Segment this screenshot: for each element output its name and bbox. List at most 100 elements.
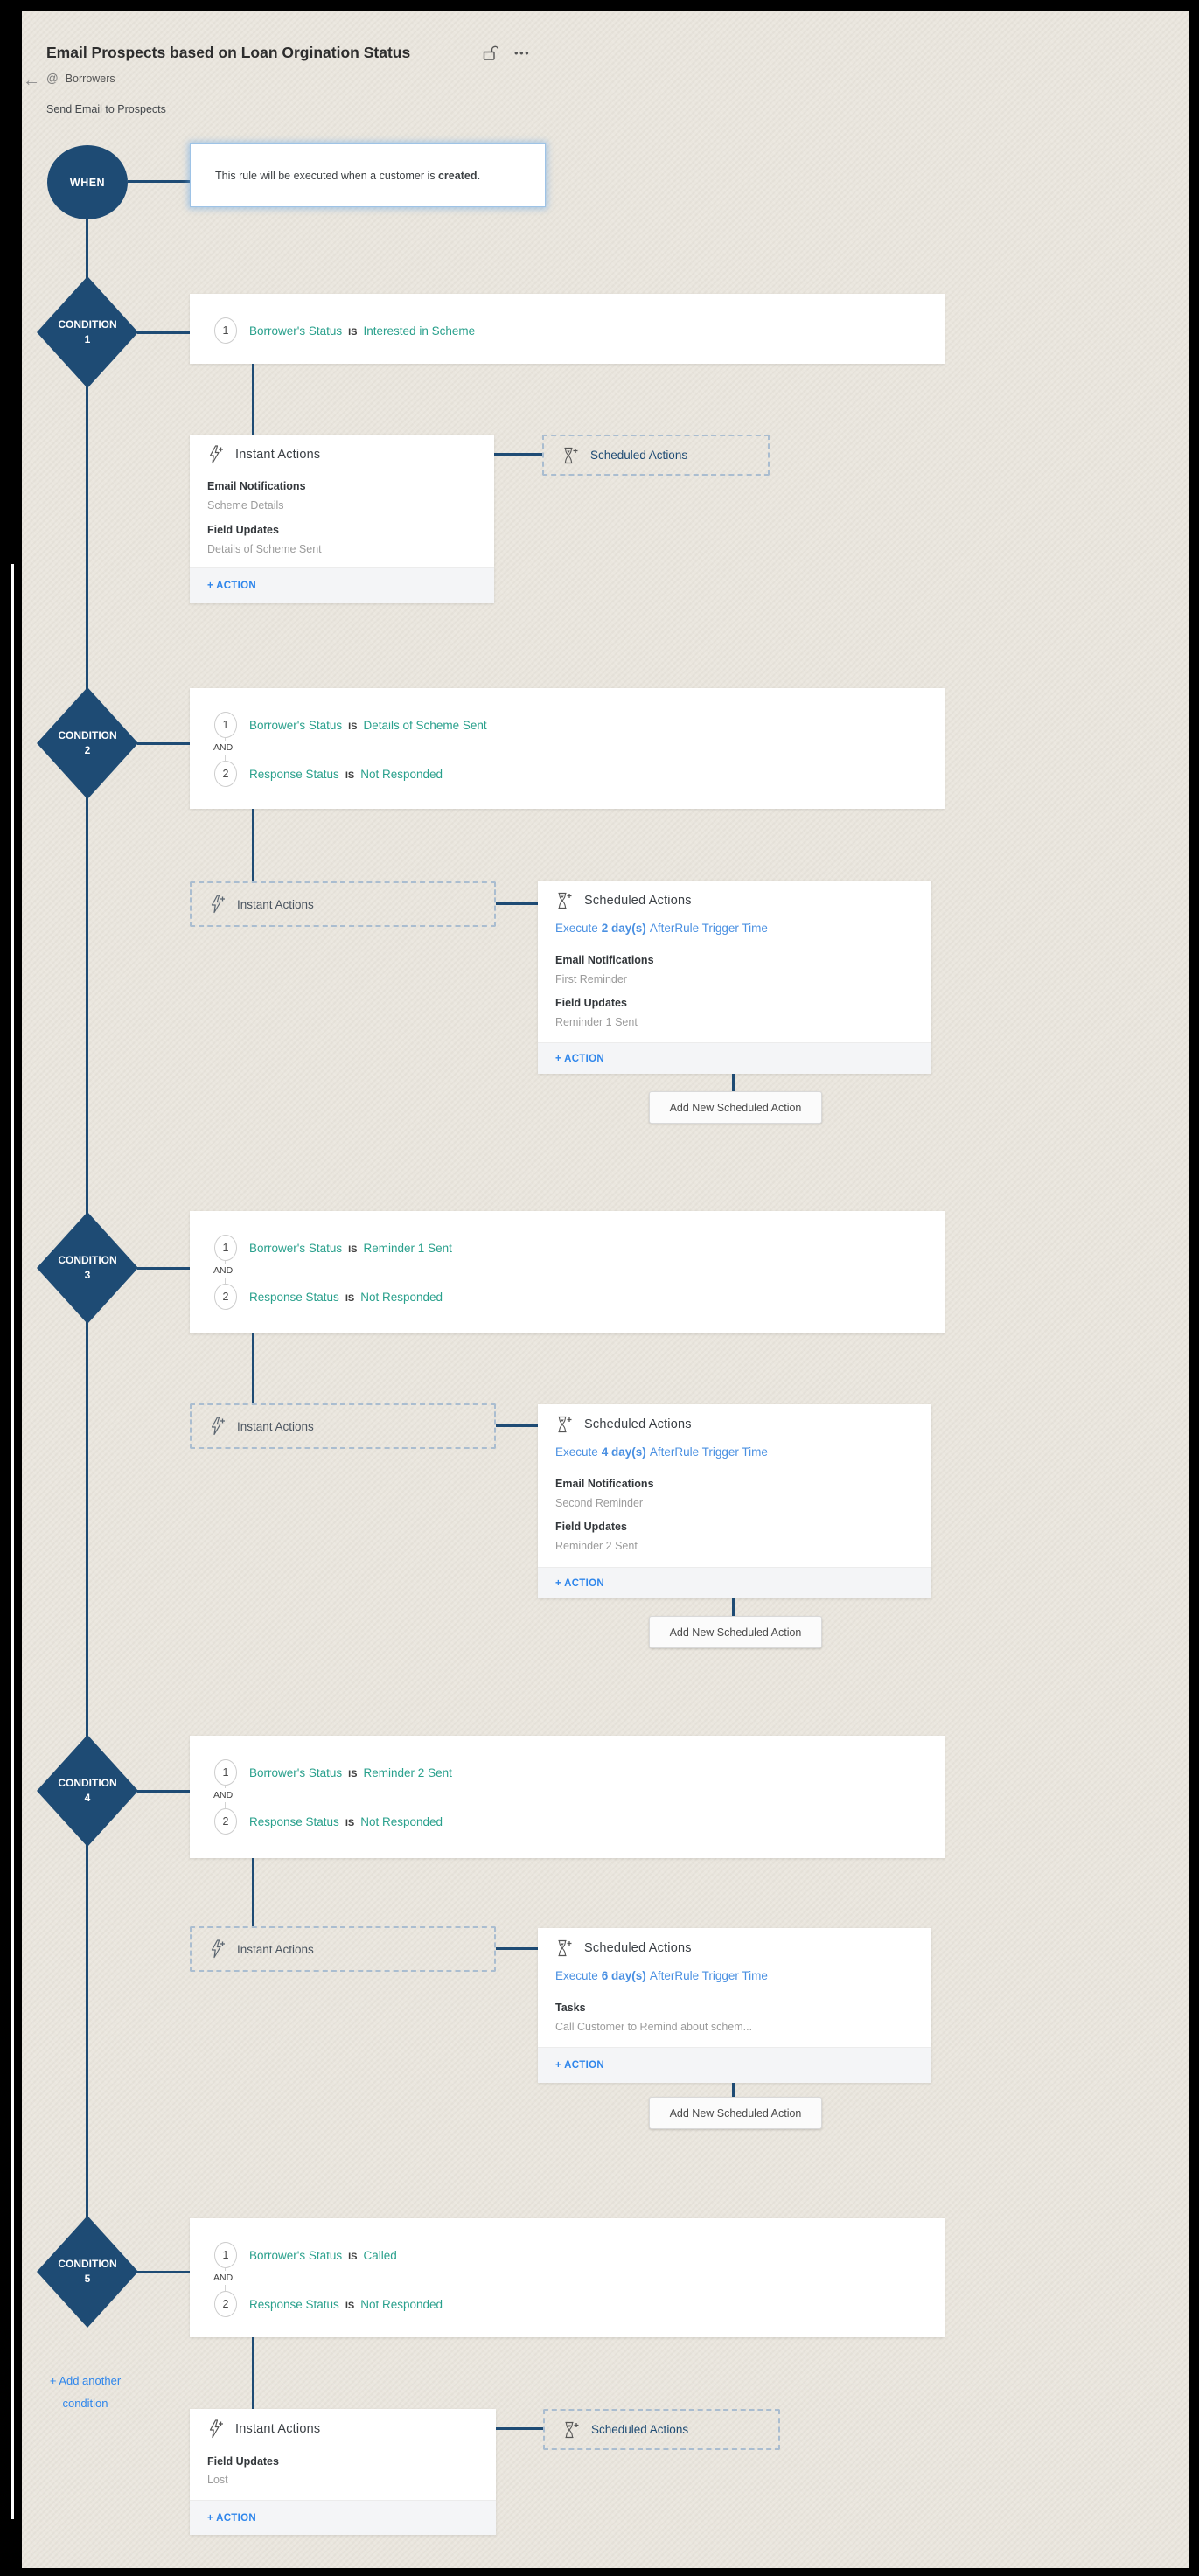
criteria-value[interactable]: Not Responded	[360, 1291, 443, 1304]
criteria-field[interactable]: Response Status	[249, 1291, 339, 1304]
connector	[252, 1333, 254, 1403]
criteria-field[interactable]: Borrower's Status	[249, 1766, 343, 1779]
connector	[496, 1947, 538, 1950]
connector	[494, 453, 542, 456]
instant-actions-header: Instant Actions	[207, 444, 320, 465]
bolt-plus-icon	[209, 1417, 226, 1436]
action-value[interactable]: First Reminder	[555, 973, 627, 985]
hourglass-plus-icon	[555, 1939, 573, 1958]
add-action-link[interactable]: + ACTION	[207, 581, 256, 591]
add-action-link[interactable]: + ACTION	[555, 1053, 604, 1064]
criteria-row[interactable]: Borrower's Status IS Details of Scheme Sen…	[249, 718, 487, 733]
condition-5-instant-actions-box: Instant Actions Field Updates Lost + ACT…	[190, 2409, 496, 2535]
scheduled-actions-header: Scheduled Actions	[555, 890, 692, 911]
criteria-row[interactable]: Borrower's Status IS Reminder 2 Sent	[249, 1765, 452, 1780]
criteria-row[interactable]: Borrower's Status IS Interested in Scheme	[249, 324, 475, 338]
and-label: AND	[213, 1788, 234, 1802]
add-action-link[interactable]: + ACTION	[555, 1577, 604, 1589]
criteria-value[interactable]: Not Responded	[360, 2298, 443, 2311]
criteria-value[interactable]: Called	[363, 2249, 397, 2262]
condition-4-instant-actions-placeholder[interactable]: Instant Actions	[190, 1926, 496, 1972]
action-value[interactable]: Lost	[207, 2474, 228, 2486]
criteria-operator: IS	[345, 1293, 355, 1304]
condition-5-scheduled-actions-placeholder[interactable]: Scheduled Actions	[543, 2409, 780, 2450]
add-action-link[interactable]: + ACTION	[207, 2512, 256, 2524]
action-footer: + ACTION	[538, 1567, 931, 1598]
more-menu-icon[interactable]: •••	[514, 46, 531, 59]
action-type-label: Field Updates	[207, 2455, 279, 2468]
add-new-scheduled-action-button[interactable]: Add New Scheduled Action	[649, 1091, 822, 1124]
criteria-number: 2	[214, 1284, 237, 1310]
condition-1-scheduled-actions-placeholder[interactable]: Scheduled Actions	[542, 435, 770, 476]
unlock-icon[interactable]	[481, 44, 500, 63]
criteria-value[interactable]: Not Responded	[360, 768, 443, 781]
hourglass-plus-icon	[555, 1415, 573, 1434]
condition-3-instant-actions-placeholder[interactable]: Instant Actions	[190, 1403, 496, 1449]
connector	[137, 2271, 190, 2273]
action-footer: + ACTION	[190, 567, 494, 603]
criteria-field[interactable]: Borrower's Status	[249, 1242, 343, 1255]
add-action-link[interactable]: + ACTION	[555, 2060, 604, 2071]
when-rule-box[interactable]: This rule will be executed when a custom…	[190, 143, 546, 207]
condition-1-box[interactable]: 1 Borrower's Status IS Interested in Schem…	[190, 294, 945, 364]
connector	[137, 331, 190, 334]
action-value[interactable]: Scheme Details	[207, 499, 284, 512]
action-value[interactable]: Call Customer to Remind about schem...	[555, 2021, 753, 2033]
action-value[interactable]: Reminder 1 Sent	[555, 1016, 638, 1028]
action-type-label: Tasks	[555, 2002, 586, 2014]
criteria-operator: IS	[348, 1769, 358, 1779]
criteria-value[interactable]: Interested in Scheme	[363, 324, 476, 338]
connector	[732, 1598, 735, 1616]
back-arrow-icon[interactable]: ←	[23, 71, 40, 90]
bolt-plus-icon	[209, 1939, 226, 1959]
criteria-field[interactable]: Response Status	[249, 1815, 339, 1828]
bolt-plus-icon	[209, 895, 226, 914]
action-value[interactable]: Details of Scheme Sent	[207, 543, 322, 555]
criteria-field[interactable]: Borrower's Status	[249, 2249, 343, 2262]
criteria-operator: IS	[348, 721, 358, 732]
connector	[252, 1858, 254, 1926]
add-another-condition-link[interactable]: + Add another condition	[49, 2374, 122, 2410]
criteria-row[interactable]: Response Status IS Not Responded	[249, 1290, 443, 1305]
criteria-number: 1	[214, 712, 237, 738]
condition-2-box[interactable]: 1 Borrower's Status IS Details of Scheme S…	[190, 688, 945, 809]
action-value[interactable]: Reminder 2 Sent	[555, 1540, 638, 1552]
criteria-number: 2	[214, 2291, 237, 2317]
connector	[137, 742, 190, 745]
criteria-value[interactable]: Reminder 2 Sent	[363, 1766, 452, 1779]
criteria-value[interactable]: Not Responded	[360, 1815, 443, 1828]
criteria-field[interactable]: Borrower's Status	[249, 324, 343, 338]
action-value[interactable]: Second Reminder	[555, 1497, 644, 1509]
when-connector	[128, 180, 190, 183]
criteria-number: 1	[214, 317, 237, 344]
criteria-value[interactable]: Details of Scheme Sent	[363, 719, 487, 732]
action-type-label: Field Updates	[207, 524, 279, 536]
hourglass-plus-icon	[555, 891, 573, 910]
condition-1-instant-actions-box: Instant Actions Email Notifications Sche…	[190, 435, 494, 603]
criteria-field[interactable]: Response Status	[249, 768, 339, 781]
criteria-field[interactable]: Response Status	[249, 2298, 339, 2311]
action-type-label: Email Notifications	[555, 954, 654, 966]
criteria-field[interactable]: Borrower's Status	[249, 719, 343, 732]
connector	[137, 1267, 190, 1270]
criteria-value[interactable]: Reminder 1 Sent	[363, 1242, 452, 1255]
add-new-scheduled-action-button[interactable]: Add New Scheduled Action	[649, 1616, 822, 1648]
add-new-scheduled-action-button[interactable]: Add New Scheduled Action	[649, 2097, 822, 2129]
criteria-operator: IS	[348, 327, 358, 338]
condition-2-instant-actions-placeholder[interactable]: Instant Actions	[190, 881, 496, 927]
criteria-number: 1	[214, 1235, 237, 1261]
connector	[252, 2337, 254, 2409]
